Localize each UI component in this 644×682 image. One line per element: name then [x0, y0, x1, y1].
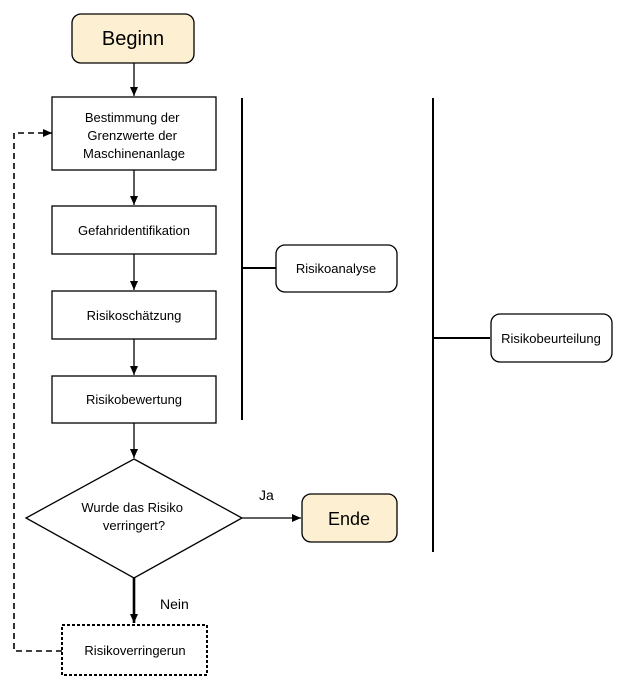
step-hazard-identification-label: Gefahridentifikation: [78, 223, 190, 238]
svg-text:Wurde das Risiko verring: Wurde das Risiko verringert?: [81, 500, 186, 533]
step-boundaries-line-1: Bestimmung der: [85, 110, 180, 125]
decision-line-1: Wurde das Risiko: [81, 500, 183, 515]
step-risk-evaluation-label: Risikobewertung: [86, 392, 182, 407]
analysis-label: Risikoanalyse: [296, 261, 376, 276]
svg-text:Bestimmung der Grenzwert: Bestimmung der Grenzwerte der Maschinena…: [83, 110, 185, 161]
analysis-group-label: Risikoanalyse: [275, 244, 398, 293]
step-node-risk-evaluation: Risikobewertung: [51, 375, 217, 424]
step-boundaries-line-2: Grenzwerte der: [87, 128, 177, 143]
reduction-label: Risikoverringerun: [84, 643, 185, 658]
decision-node: Wurde das Risiko verringert?: [24, 458, 244, 579]
step-boundaries-line-3: Maschinenanlage: [83, 146, 185, 161]
assessment-label: Risikobeurteilung: [501, 331, 601, 346]
yes-label: Ja: [259, 487, 274, 503]
connectors: [13, 63, 301, 652]
step-node-boundaries: Bestimmung der Grenzwerte der Maschinena…: [51, 96, 217, 171]
start-node: Beginn: [71, 13, 195, 64]
group-brackets: [241, 98, 490, 552]
no-label: Nein: [160, 596, 189, 612]
step-node-risk-estimation: Risikoschätzung: [51, 290, 217, 340]
end-node: Ende: [301, 493, 398, 543]
reduction-node: Risikoverringerun: [61, 624, 208, 676]
feedback-loop-arrow: [13, 129, 62, 652]
decision-line-2: verringert?: [103, 518, 165, 533]
step-node-hazard-identification: Gefahridentifikation: [51, 205, 217, 255]
step-risk-estimation-label: Risikoschätzung: [87, 308, 182, 323]
start-label: Beginn: [102, 28, 164, 50]
end-label: Ende: [328, 509, 370, 529]
assessment-group-label: Risikobeurteilung: [490, 313, 613, 363]
